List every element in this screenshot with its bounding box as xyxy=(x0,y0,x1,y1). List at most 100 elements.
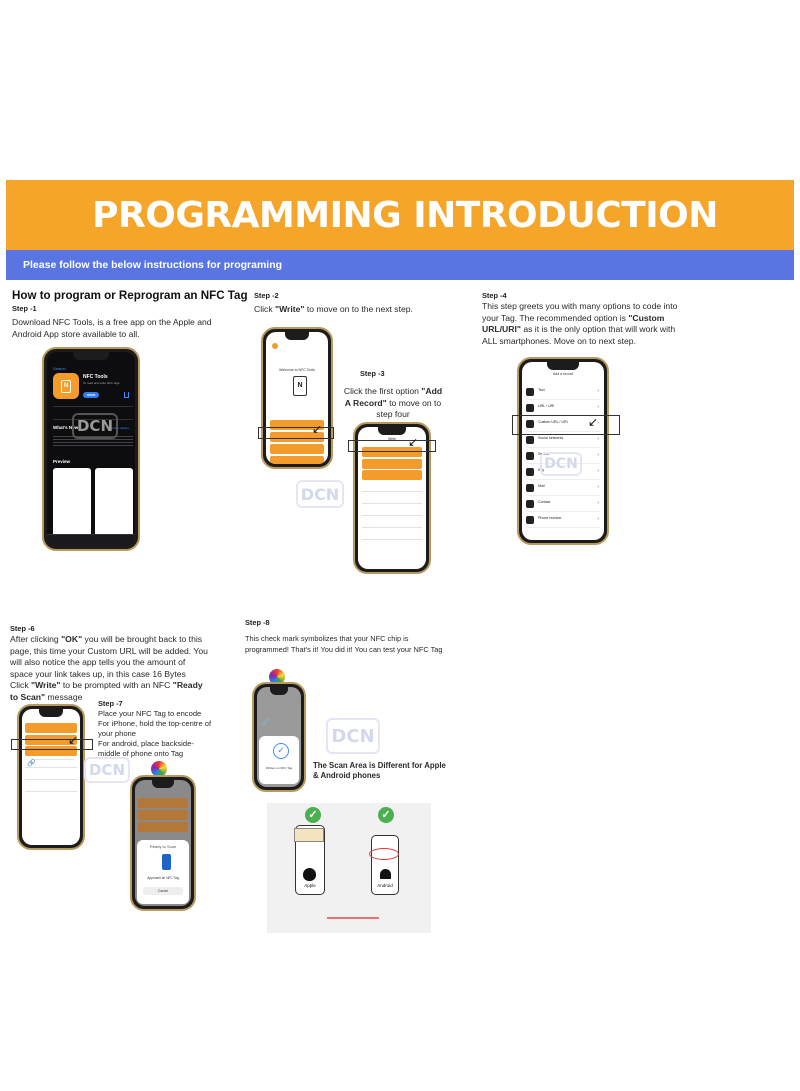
record-label: URL / URI xyxy=(538,404,555,408)
step4-text: This step greets you with many options t… xyxy=(482,301,678,346)
record-label: Mail xyxy=(538,484,545,488)
cancel-button[interactable]: Cancel xyxy=(143,887,183,895)
nfc-home-screen: Welcome to NFC Tools N xyxy=(266,332,328,464)
tab-bar xyxy=(47,534,135,546)
divider xyxy=(25,779,77,780)
app-header-icon xyxy=(272,343,278,349)
record-icon xyxy=(526,436,534,444)
add-record-row[interactable] xyxy=(362,447,422,457)
record-icon xyxy=(526,468,534,476)
ready-to-scan-screen: Ready to Scan Approach an NFC Tag Cancel xyxy=(135,780,191,906)
scan-area-comparison: ✓ ✓ Apple Android xyxy=(267,803,431,933)
step2-label: Step -2 xyxy=(254,291,279,300)
android-phone: Android xyxy=(369,835,399,895)
dim-row xyxy=(138,798,188,808)
record-option[interactable]: Social networks› xyxy=(526,434,600,448)
welcome-text: Welcome to NFC Tools xyxy=(279,368,315,372)
divider xyxy=(362,503,422,504)
record-option[interactable]: Mail › xyxy=(526,482,600,496)
app-store-screen: Search N NFC Tools To read and write NFC… xyxy=(47,352,135,546)
more-options-row[interactable] xyxy=(362,459,422,469)
arrow-icon: ↙ xyxy=(312,422,323,436)
check-icon: ✓ xyxy=(305,807,321,823)
phone-scan-icon xyxy=(162,854,171,870)
watermark-logo: DCN xyxy=(326,718,380,754)
custom-url-screen: 🔗 xyxy=(22,709,80,845)
apple-label: Apple xyxy=(304,883,316,888)
divider xyxy=(362,527,422,528)
divider xyxy=(25,767,77,768)
chevron-right-icon: › xyxy=(597,516,599,522)
apple-phone: Apple xyxy=(294,825,325,895)
add-record-highlight xyxy=(348,440,436,452)
banner-title: PROGRAMMING INTRODUCTION xyxy=(92,194,718,236)
arrow-icon: ↙ xyxy=(408,435,419,449)
check-icon: ✓ xyxy=(378,807,394,823)
share-icon[interactable] xyxy=(124,392,129,398)
preview-image-2 xyxy=(95,468,133,538)
menu-tasks[interactable] xyxy=(269,456,325,464)
scan-sheet: Ready to Scan Approach an NFC Tag Cancel xyxy=(137,840,189,904)
app-name: NFC Tools xyxy=(83,374,108,380)
section-heading: How to program or Reprogram an NFC Tag xyxy=(12,289,248,302)
step3-text: Click the first option "Add A Record" to… xyxy=(343,386,443,420)
custom-url-entry xyxy=(33,759,75,760)
divider xyxy=(25,791,77,792)
open-button[interactable]: OPEN xyxy=(83,392,99,398)
phone-ready-to-scan: Ready to Scan Approach an NFC Tag Cancel xyxy=(130,775,196,911)
write-row[interactable] xyxy=(25,746,77,756)
app-store-back-link[interactable]: Search xyxy=(53,366,66,371)
chevron-right-icon: › xyxy=(597,484,599,490)
record-list-screen: Add a record Text›URL / URI›Custom URL /… xyxy=(522,362,604,540)
nfc-app-icon: N xyxy=(53,373,79,399)
menu-write[interactable] xyxy=(269,432,325,442)
phone-written: 🔗 ✓ Written on NFC Tag xyxy=(252,682,306,792)
record-option[interactable]: Text› xyxy=(526,386,600,400)
preview-label: Preview xyxy=(53,459,71,464)
chevron-right-icon: › xyxy=(597,404,599,410)
apple-icon xyxy=(303,868,316,881)
scan-area-footnote xyxy=(327,917,379,919)
phone-notch xyxy=(39,709,63,717)
check-icon: ✓ xyxy=(273,743,289,759)
watermark-logo: DCN xyxy=(84,757,130,783)
menu-read[interactable] xyxy=(269,420,325,430)
phone-record-list: Add a record Text›URL / URI›Custom URL /… xyxy=(517,357,609,545)
menu-other[interactable] xyxy=(269,444,325,454)
android-scan-area xyxy=(369,848,399,860)
written-text: Written on NFC Tag xyxy=(265,766,293,770)
nfc-icon: N xyxy=(61,379,71,393)
record-option[interactable]: Phone number› xyxy=(526,514,600,528)
rating-row xyxy=(53,406,133,420)
phone-notch xyxy=(270,687,288,695)
instructions-text: Please follow the below instructions for… xyxy=(23,259,283,271)
more-options-row[interactable] xyxy=(25,735,77,745)
step1-text: Download NFC Tools, is a free app on the… xyxy=(12,317,212,339)
chevron-right-icon: › xyxy=(597,468,599,474)
record-option[interactable]: URL / URI › xyxy=(526,402,600,416)
watermark-logo: DCN xyxy=(296,480,344,508)
arrow-icon: ↙ xyxy=(588,415,599,429)
record-icon xyxy=(526,388,534,396)
record-option[interactable]: Contact› xyxy=(526,498,600,512)
step2-text: Click "Write" to move on to the next ste… xyxy=(254,304,413,314)
step3-label: Step -3 xyxy=(360,369,385,378)
chevron-right-icon: › xyxy=(597,388,599,394)
watermark-logo: DCN xyxy=(72,413,118,439)
write-screen: Write xyxy=(358,427,426,569)
dim-row xyxy=(138,822,188,832)
scan-subtitle: Approach an NFC Tag xyxy=(147,876,179,880)
version-history-link[interactable]: Version History xyxy=(108,426,129,430)
chevron-right-icon: › xyxy=(597,420,599,426)
phone-app-store: Search N NFC Tools To read and write NFC… xyxy=(42,347,140,551)
phone-notch xyxy=(73,352,109,360)
nfc-logo: N xyxy=(293,376,307,396)
add-record-row[interactable] xyxy=(25,723,77,733)
step8-text: This check mark symbolizes that your NFC… xyxy=(245,634,443,654)
divider xyxy=(362,539,422,540)
android-icon xyxy=(380,869,391,879)
record-option[interactable]: Custom URL / URI› xyxy=(526,418,600,432)
divider xyxy=(362,515,422,516)
step6-text: After clicking "OK" you will be brought … xyxy=(10,634,208,702)
write-row[interactable] xyxy=(362,470,422,480)
